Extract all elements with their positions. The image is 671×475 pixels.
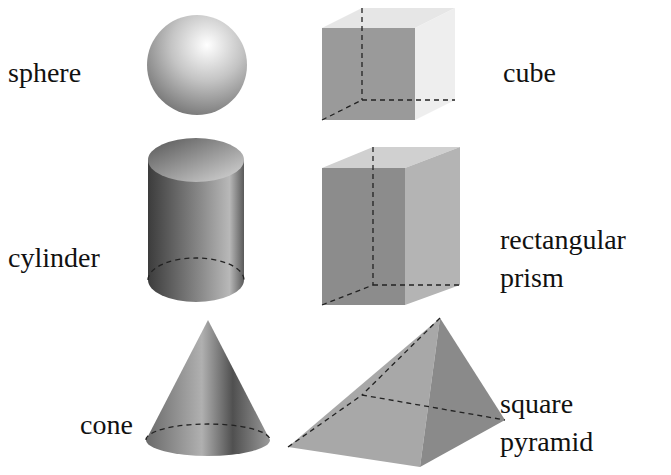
shape-label: rectangular prism (500, 221, 662, 297)
shape-label: cylinder (8, 239, 138, 277)
cone-figure (146, 320, 270, 456)
shape-label: cone (80, 406, 200, 444)
shape-label: square pyramid (500, 385, 662, 461)
rectangular-prism-figure (322, 147, 460, 305)
square-pyramid-figure (288, 318, 505, 467)
cylinder-figure (148, 138, 244, 302)
cube-figure (322, 8, 455, 120)
shape-label: sphere (8, 54, 138, 92)
sphere-figure (147, 15, 247, 115)
shape-label: cube (503, 54, 653, 92)
